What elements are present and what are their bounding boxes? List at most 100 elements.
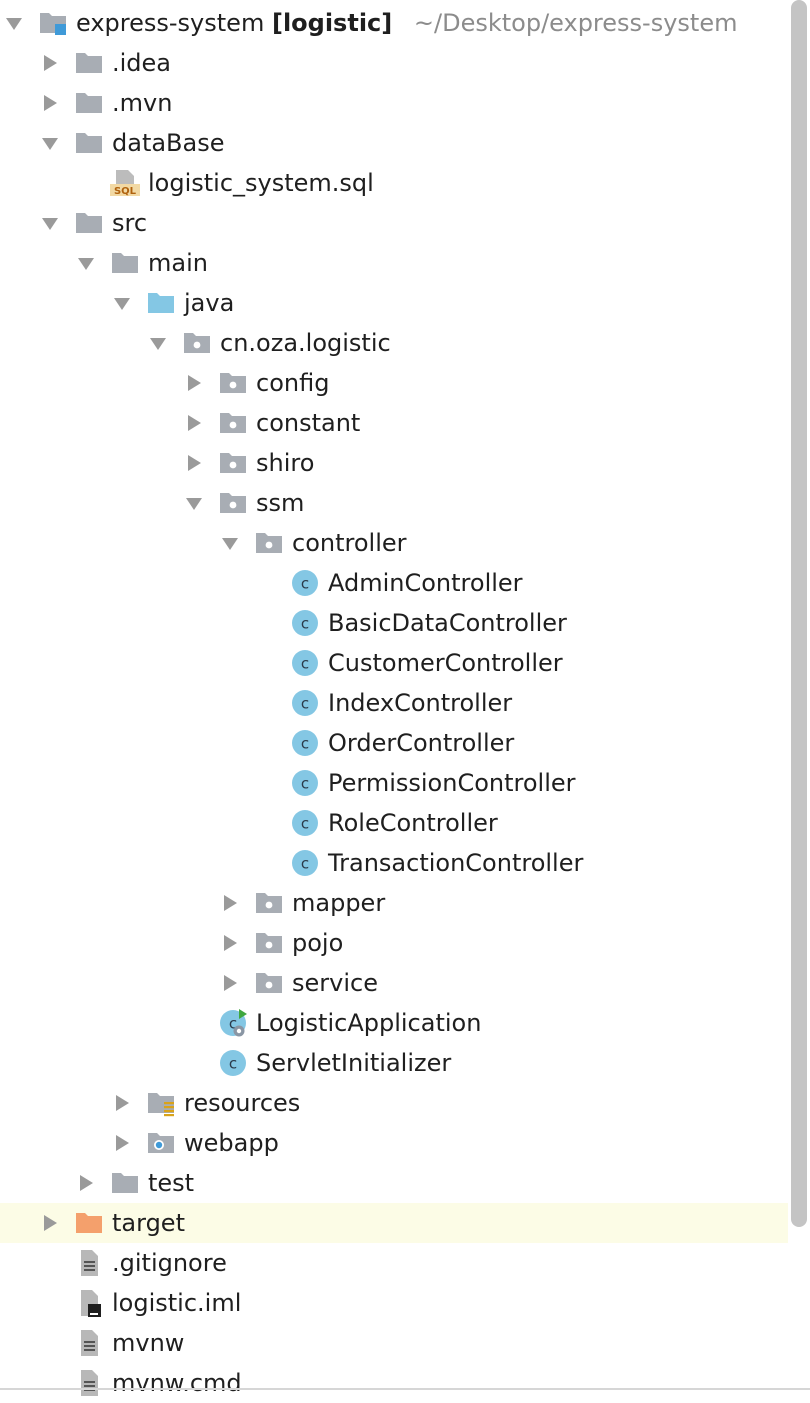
chevron-right-icon[interactable] [38,43,62,83]
tree-row-ssm[interactable]: ssm [0,483,788,523]
folder-icon [74,129,104,157]
tree-row-logistic-system-sql[interactable]: SQL logistic_system.sql [0,163,788,203]
tree-row-cn-oza-logistic[interactable]: cn.oza.logistic [0,323,788,363]
chevron-down-icon[interactable] [218,523,242,563]
tree-row-webapp[interactable]: webapp [0,1123,788,1163]
tree-row-mvnw-cmd[interactable]: mvnw.cmd [0,1363,788,1403]
svg-text:c: c [301,655,309,673]
web-folder-icon [146,1129,176,1157]
chevron-right-icon[interactable] [182,443,206,483]
vertical-scrollbar[interactable] [791,0,807,1227]
chevron-right-icon[interactable] [218,963,242,1003]
java-class-icon: c [290,609,320,637]
package-icon [254,889,284,917]
tree-item-label: mvnw [112,1329,185,1357]
tree-row-customer-controller[interactable]: c CustomerController [0,643,788,683]
svg-text:c: c [301,735,309,753]
chevron-right-icon[interactable] [218,923,242,963]
chevron-right-icon[interactable] [38,1203,62,1243]
chevron-down-icon[interactable] [38,123,62,163]
tree-item-label: CustomerController [328,649,563,677]
package-icon [218,489,248,517]
tree-row-resources[interactable]: resources [0,1083,788,1123]
chevron-right-icon[interactable] [110,1123,134,1163]
spring-boot-class-icon: c [218,1009,248,1037]
folder-icon [110,249,140,277]
chevron-down-icon[interactable] [38,203,62,243]
chevron-right-icon[interactable] [182,403,206,443]
tree-item-label: pojo [292,929,344,957]
tree-row-permission-controller[interactable]: c PermissionController [0,763,788,803]
project-path: ~/Desktop/express-system [413,9,738,37]
folder-icon [110,1169,140,1197]
tree-row-pojo[interactable]: pojo [0,923,788,963]
package-icon [182,329,212,357]
tree-row-java[interactable]: java [0,283,788,323]
project-tree: express-system [logistic] ~/Desktop/expr… [0,3,788,1403]
tree-row-mvnw[interactable]: mvnw [0,1323,788,1363]
tree-row-mvn[interactable]: .mvn [0,83,788,123]
tree-item-label: LogisticApplication [256,1009,482,1037]
tree-row-target[interactable]: target [0,1203,788,1243]
chevron-right-icon[interactable] [110,1083,134,1123]
tree-item-label: logistic.iml [112,1289,242,1317]
tree-item-label: dataBase [112,129,225,157]
folder-icon [74,209,104,237]
tree-row-main[interactable]: main [0,243,788,283]
module-name: [logistic] [271,9,393,37]
tree-row-idea[interactable]: .idea [0,43,788,83]
package-icon [218,449,248,477]
tree-row-logistic-application[interactable]: c LogisticApplication [0,1003,788,1043]
chevron-right-icon[interactable] [38,83,62,123]
tree-item-label: .gitignore [112,1249,227,1277]
tree-row-src[interactable]: src [0,203,788,243]
module-folder-icon [38,9,68,37]
tree-row-test[interactable]: test [0,1163,788,1203]
java-class-icon: c [290,729,320,757]
tree-row-config[interactable]: config [0,363,788,403]
chevron-down-icon[interactable] [2,3,26,43]
tree-row-gitignore[interactable]: .gitignore [0,1243,788,1283]
tree-row-mapper[interactable]: mapper [0,883,788,923]
tree-row-controller[interactable]: controller [0,523,788,563]
text-file-icon [74,1249,104,1277]
tree-item-label: TransactionController [328,849,584,877]
tree-item-label: .mvn [112,89,173,117]
tree-item-label: ServletInitializer [256,1049,452,1077]
chevron-right-icon[interactable] [74,1163,98,1203]
chevron-down-icon[interactable] [182,483,206,523]
tree-item-label: java [184,289,235,317]
package-icon [218,369,248,397]
svg-text:c: c [301,775,309,793]
tree-item-label: mvnw.cmd [112,1369,242,1397]
tree-item-label: src [112,209,148,237]
tree-item-label: main [148,249,208,277]
bottom-divider [0,1388,810,1390]
tree-row-project-root[interactable]: express-system [logistic] ~/Desktop/expr… [0,3,788,43]
chevron-right-icon[interactable] [182,363,206,403]
tree-row-shiro[interactable]: shiro [0,443,788,483]
chevron-down-icon[interactable] [74,243,98,283]
tree-item-label: cn.oza.logistic [220,329,391,357]
tree-row-database[interactable]: dataBase [0,123,788,163]
chevron-down-icon[interactable] [146,323,170,363]
chevron-right-icon[interactable] [218,883,242,923]
tree-item-label: logistic_system.sql [148,169,374,197]
chevron-down-icon[interactable] [110,283,134,323]
tree-row-constant[interactable]: constant [0,403,788,443]
source-folder-icon [146,289,176,317]
tree-item-label: resources [184,1089,301,1117]
tree-item-label: webapp [184,1129,279,1157]
tree-row-logistic-iml[interactable]: logistic.iml [0,1283,788,1323]
project-title: express-system [logistic] ~/Desktop/expr… [76,3,737,43]
svg-text:SQL: SQL [114,186,137,197]
tree-row-service[interactable]: service [0,963,788,1003]
tree-item-label: PermissionController [328,769,576,797]
